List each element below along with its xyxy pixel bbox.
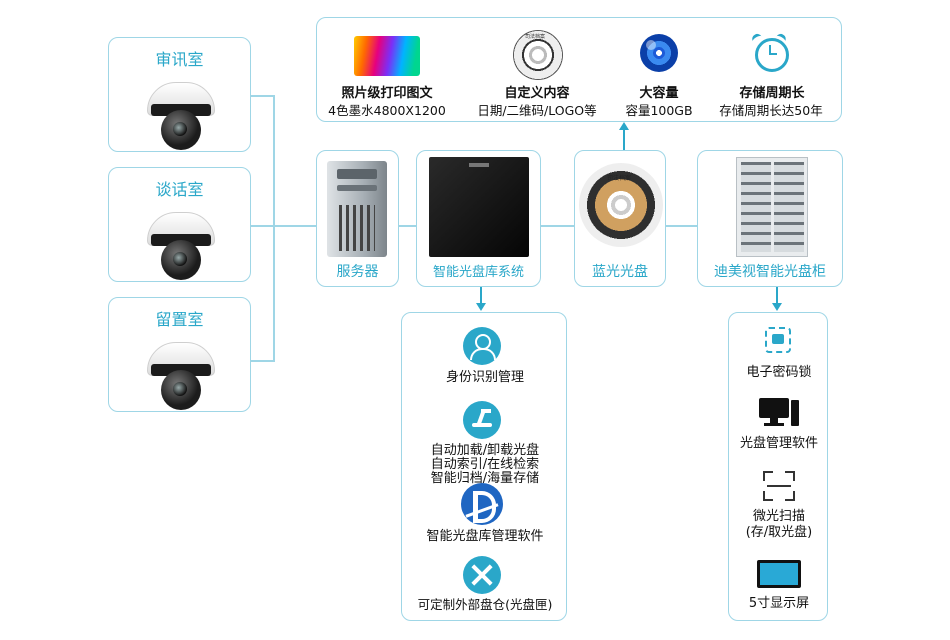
room-label: 留置室: [155, 310, 204, 329]
cabinet-feature-label: (存/取光盘): [745, 525, 813, 540]
cabinet-feature-label: 微光扫描: [752, 509, 805, 524]
room-label: 审讯室: [155, 50, 204, 69]
library-feature-label: 可定制外部盘仓(光盘匣): [417, 597, 553, 612]
feature-subtitle: 4色墨水4800X1200: [328, 103, 446, 118]
connector: [273, 95, 275, 362]
library-feature-label: 自动加载/卸载光盘: [430, 443, 540, 458]
arrow-stem: [623, 128, 625, 150]
alarm-clock-icon: [750, 32, 789, 72]
connector: [273, 225, 317, 227]
arrow-down-icon: [772, 303, 782, 311]
room-box-interrogation: 审讯室: [108, 37, 251, 152]
server-box: 服务器: [316, 150, 399, 287]
identity-user-icon: [463, 327, 501, 365]
arrow-stem: [776, 287, 778, 303]
dome-camera-icon: [147, 342, 215, 412]
cabinet-feature-label: 电子密码锁: [746, 365, 812, 380]
software-logo-icon: [461, 483, 503, 525]
server-label: 服务器: [336, 264, 379, 280]
bluray-box: 司法档案 蓝光光盘: [574, 150, 666, 287]
dome-camera-icon: [147, 212, 215, 282]
feature-box: 司法档案 照片级打印图文 4色墨水4800X1200 自定义内容 日期/二维码/…: [316, 17, 842, 122]
bluray-label: 蓝光光盘: [592, 264, 648, 280]
robot-arm-icon: [463, 401, 501, 439]
dome-camera-icon: [147, 82, 215, 152]
library-feature-label: 智能归档/海量存储: [430, 471, 540, 486]
feature-title: 自定义内容: [504, 86, 570, 101]
bluray-disc-icon: [640, 34, 678, 72]
cabinet-feature-label: 5寸显示屏: [748, 596, 810, 611]
computer-icon: [759, 398, 799, 430]
room-box-detention: 留置室: [108, 297, 251, 412]
arrow-down-icon: [476, 303, 486, 311]
cabinet-feature-label: 光盘管理软件: [739, 436, 818, 451]
scan-icon: [763, 471, 795, 501]
connector: [250, 225, 274, 227]
arrow-up-icon: [619, 122, 629, 130]
disc-cabinet-icon: [736, 157, 808, 257]
library-box: 智能光盘库系统: [416, 150, 541, 287]
cabinet-box: 迪美视智能光盘柜: [697, 150, 843, 287]
bluray-media-disc-icon: 司法档案: [579, 163, 663, 247]
connector: [250, 360, 274, 362]
connector: [540, 225, 574, 227]
library-label: 智能光盘库系统: [432, 265, 524, 280]
connector: [398, 225, 416, 227]
feature-title: 存储周期长: [739, 86, 805, 101]
library-feature-box: 身份识别管理 自动加载/卸载光盘 自动索引/在线检索 智能归档/海量存储 智能光…: [401, 312, 567, 621]
connector: [250, 95, 274, 97]
cabinet-label: 迪美视智能光盘柜: [714, 264, 826, 280]
feature-subtitle: 容量100GB: [625, 103, 693, 118]
library-feature-label: 身份识别管理: [445, 370, 524, 385]
room-box-conversation: 谈话室: [108, 167, 251, 282]
connector: [665, 225, 697, 227]
feature-subtitle: 存储周期长达50年: [719, 103, 823, 118]
display-screen-icon: [757, 560, 801, 588]
room-label: 谈话室: [155, 180, 204, 199]
arrow-stem: [480, 287, 482, 303]
feature-subtitle: 日期/二维码/LOGO等: [477, 103, 597, 118]
colorful-print-icon: [354, 36, 420, 76]
feature-title: 大容量: [639, 86, 679, 101]
custom-disc-icon: 司法档案: [513, 30, 563, 80]
library-feature-label: 智能光盘库管理软件: [426, 529, 544, 544]
disc-library-machine-icon: [429, 157, 529, 257]
server-tower-icon: [327, 161, 387, 257]
library-feature-label: 自动索引/在线检索: [430, 457, 540, 472]
feature-title: 照片级打印图文: [341, 86, 433, 101]
cabinet-feature-box: 电子密码锁 光盘管理软件 微光扫描 (存/取光盘) 5寸显示屏: [728, 312, 828, 621]
password-lock-icon: [765, 327, 791, 353]
tools-icon: [463, 556, 501, 594]
